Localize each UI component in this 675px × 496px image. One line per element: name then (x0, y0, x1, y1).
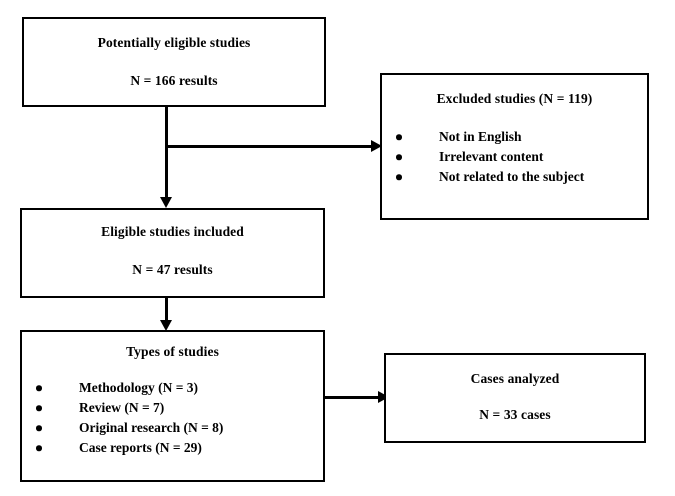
list-item-label: Methodology (N = 3) (79, 380, 199, 395)
box-cases-analyzed: Cases analyzed N = 33 cases (384, 353, 646, 443)
bullet-dot-icon (396, 154, 402, 160)
box-potentially-eligible-studies: Potentially eligible studies N = 166 res… (22, 17, 326, 107)
list-item-label: Not in English (439, 129, 522, 144)
list-item-label: Not related to the subject (439, 169, 585, 184)
arrow-head-to-types (159, 320, 172, 331)
bullet-dot-icon (396, 134, 402, 140)
arrow-head-to-eligible (159, 197, 172, 208)
connector-vertical-to-types (165, 298, 168, 324)
connector-vertical-main (165, 107, 168, 201)
bullet-dot-icon (396, 174, 402, 180)
excluded-studies-bullet-list: Not in English Irrelevant content Not re… (396, 127, 584, 187)
box-types-of-studies-title: Types of studies (126, 344, 219, 359)
box-potentially-eligible-title: Potentially eligible studies (97, 35, 251, 50)
box-types-of-studies: Types of studies Methodology (N = 3) Rev… (20, 330, 325, 482)
bullet-dot-icon (36, 425, 42, 431)
box-eligible-studies-title: Eligible studies included (101, 224, 244, 239)
box-excluded-studies: Excluded studies (N = 119) Not in Englis… (380, 73, 649, 220)
bullet-dot-icon (36, 445, 42, 451)
connector-horizontal-to-cases (325, 396, 387, 399)
bullet-dot-icon (36, 405, 42, 411)
box-eligible-studies-subtitle: N = 47 results (132, 262, 213, 277)
box-cases-analyzed-subtitle: N = 33 cases (479, 407, 551, 422)
connector-horizontal-to-excluded (165, 145, 377, 148)
bullet-dot-icon (36, 385, 42, 391)
list-item: Original research (N = 8) (36, 418, 223, 438)
arrow-head-to-excluded (371, 139, 382, 152)
list-item-label: Original research (N = 8) (79, 420, 224, 435)
list-item: Review (N = 7) (36, 398, 223, 418)
box-eligible-studies-included: Eligible studies included N = 47 results (20, 208, 325, 298)
types-of-studies-bullet-list: Methodology (N = 3) Review (N = 7) Origi… (36, 378, 223, 458)
list-item-label: Review (N = 7) (79, 400, 165, 415)
box-cases-analyzed-title: Cases analyzed (470, 371, 560, 386)
box-potentially-eligible-subtitle: N = 166 results (130, 73, 218, 88)
list-item-label: Irrelevant content (439, 149, 544, 164)
list-item: Methodology (N = 3) (36, 378, 223, 398)
list-item: Not related to the subject (396, 167, 584, 187)
arrow-head-to-cases (378, 390, 389, 403)
box-excluded-studies-title: Excluded studies (N = 119) (436, 91, 593, 106)
list-item-label: Case reports (N = 29) (79, 440, 202, 455)
list-item: Case reports (N = 29) (36, 438, 223, 458)
list-item: Not in English (396, 127, 584, 147)
list-item: Irrelevant content (396, 147, 584, 167)
